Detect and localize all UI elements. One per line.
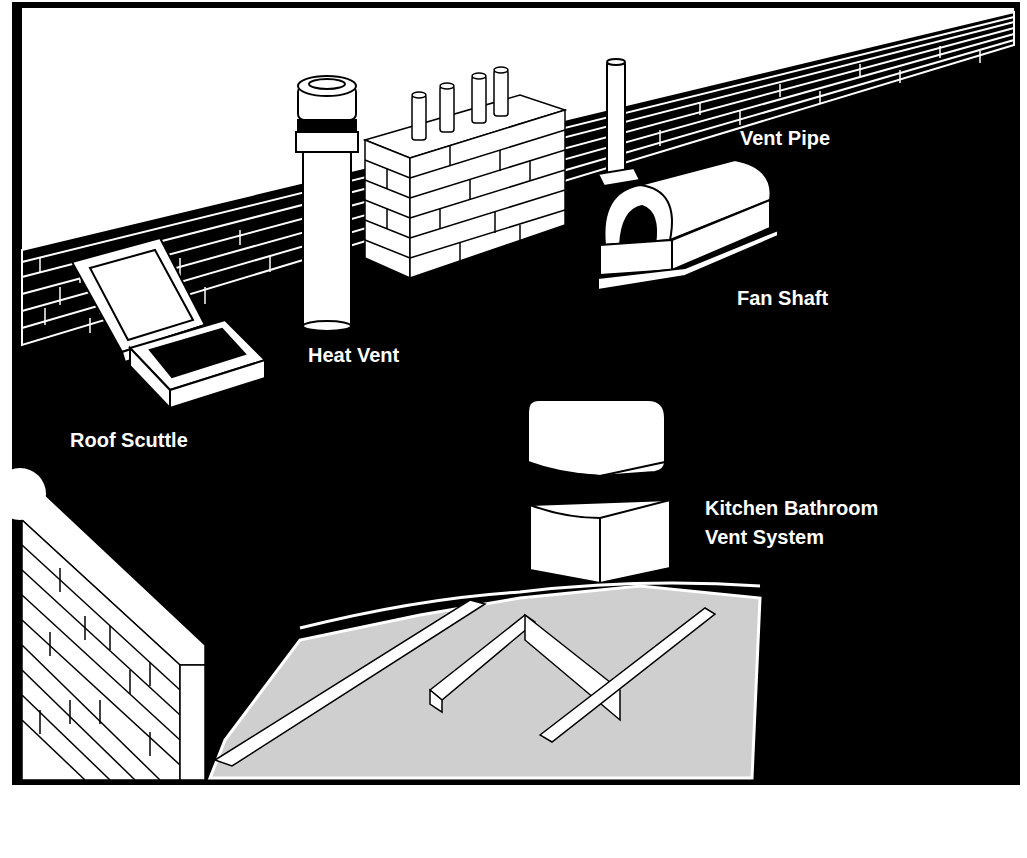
part-label: Heat Vent (308, 341, 508, 370)
part-label: Fan Shaft (737, 284, 937, 313)
parapet-wall (22, 12, 1014, 345)
roof-scuttle (72, 238, 265, 408)
front-wall (22, 490, 205, 780)
part-label: Kitchen Bathroom Vent System (705, 494, 897, 552)
fan-shaft (598, 160, 778, 290)
chimney (365, 67, 565, 278)
vent-pipe (598, 59, 640, 186)
frame (12, 2, 1020, 785)
kitchen-bathroom-vent (528, 400, 670, 583)
part-label: Roof Scuttle (70, 426, 270, 455)
part-label: Vent Pipe (740, 124, 940, 153)
heat-vent (296, 76, 358, 331)
punch-hole (0, 468, 46, 520)
roof-cutaway (210, 583, 760, 778)
